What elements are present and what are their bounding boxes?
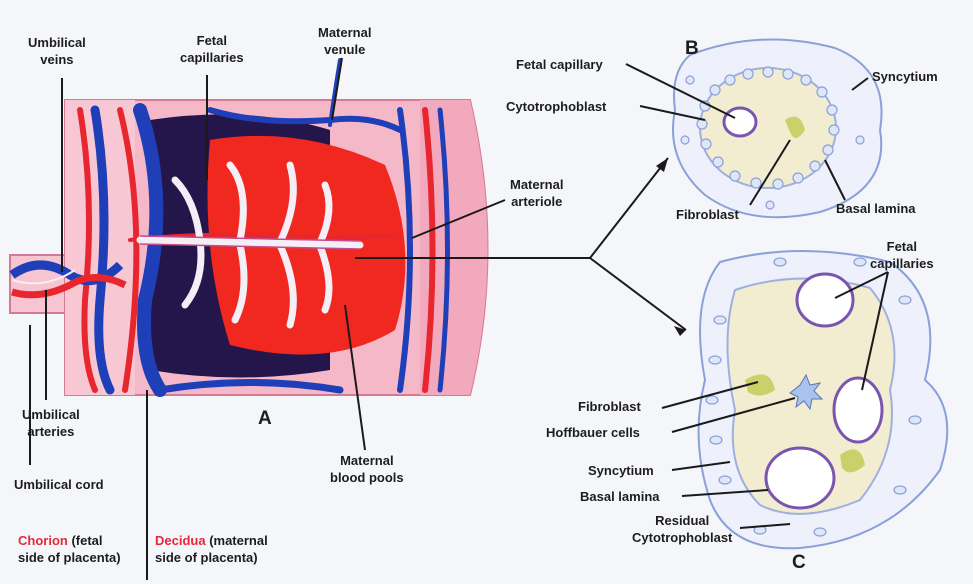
villus-c bbox=[699, 251, 948, 548]
label-b-fibroblast: Fibroblast bbox=[676, 206, 739, 223]
chorion-word: Chorion bbox=[18, 533, 68, 548]
label-decidua: Decidua (maternal side of placenta) bbox=[155, 532, 268, 566]
label-c-syncytium: Syncytium bbox=[588, 462, 654, 479]
panel-label-c: C bbox=[792, 552, 806, 574]
label-b-cytotrophoblast: Cytotrophoblast bbox=[506, 98, 606, 115]
panel-label-a: A bbox=[258, 408, 272, 430]
placenta-section bbox=[10, 60, 488, 395]
label-b-fetal-capillary: Fetal capillary bbox=[516, 56, 603, 73]
label-c-fibroblast: Fibroblast bbox=[578, 398, 641, 415]
decidua-word: Decidua bbox=[155, 533, 206, 548]
label-c-basal-lamina: Basal lamina bbox=[580, 488, 660, 505]
panel-a-arrowheads bbox=[656, 158, 686, 336]
label-b-basal-lamina: Basal lamina bbox=[836, 200, 916, 217]
label-c-hoffbauer-cells: Hoffbauer cells bbox=[546, 424, 640, 441]
label-b-syncytium: Syncytium bbox=[872, 68, 938, 85]
label-umbilical-cord: Umbilical cord bbox=[14, 476, 104, 493]
panel-label-b: B bbox=[685, 38, 699, 60]
label-chorion: Chorion (fetal side of placenta) bbox=[18, 532, 121, 566]
villus-b bbox=[673, 39, 882, 217]
